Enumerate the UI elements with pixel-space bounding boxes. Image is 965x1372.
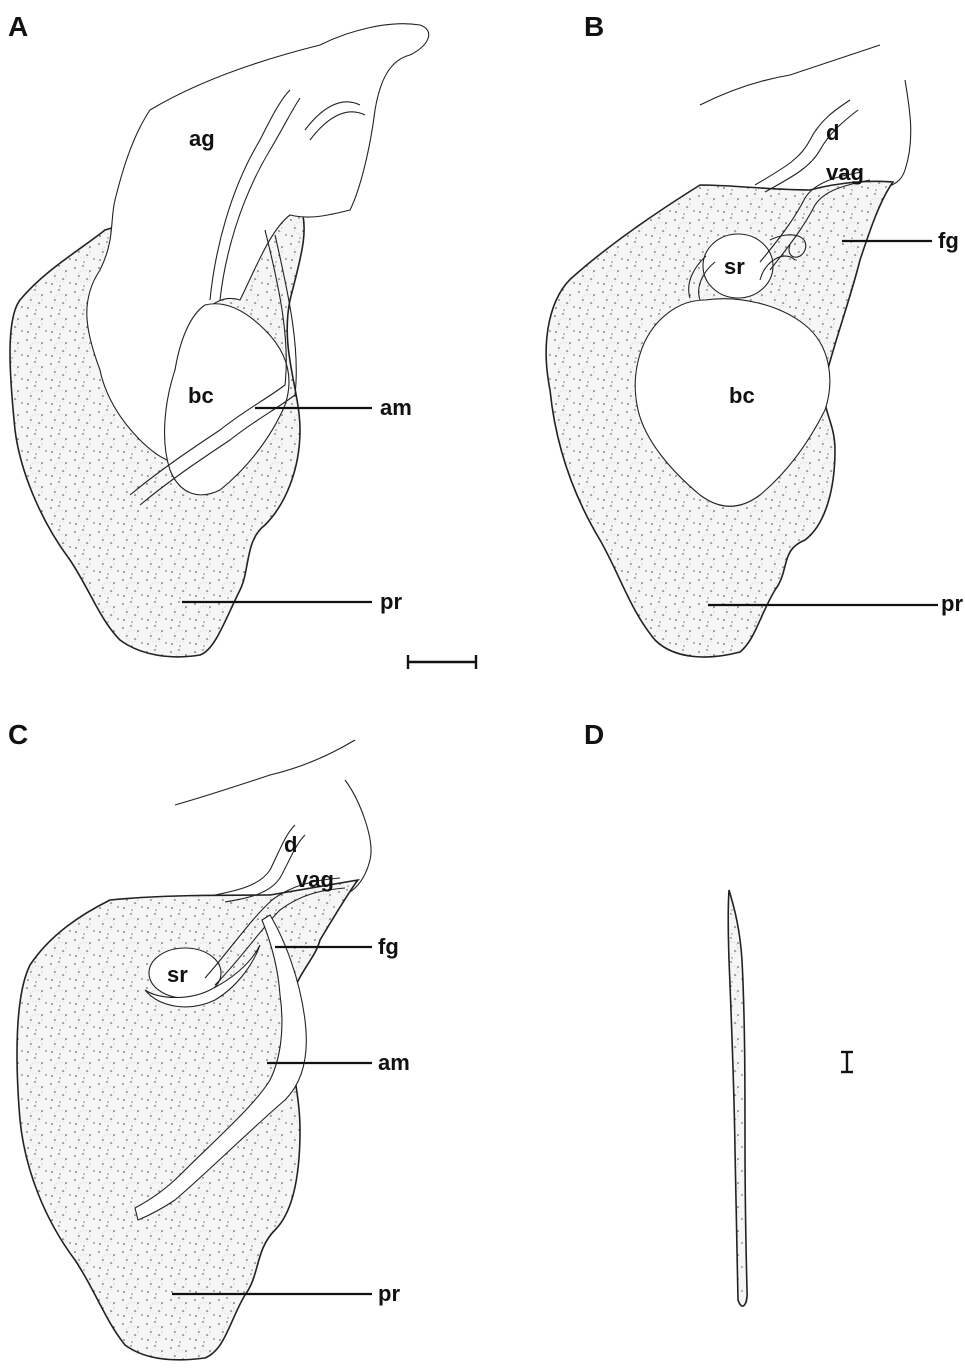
panel-a: A ag bc am pr [8,11,429,657]
tissue-outline-b [700,45,911,190]
tissue-outline-c [175,740,371,895]
panel-letter-d: D [584,719,604,750]
label-d-c: d [284,832,297,857]
label-sr-b: sr [724,254,745,279]
label-d-b: d [826,120,839,145]
label-am-c: am [378,1050,410,1075]
label-fg-c: fg [378,934,399,959]
spicule-d [728,890,747,1306]
label-fg-b: fg [938,228,959,253]
label-pr-c: pr [378,1281,400,1306]
label-bc-b: bc [729,383,755,408]
label-am-a: am [380,395,412,420]
label-ag-a: ag [189,126,215,151]
panel-letter-a: A [8,11,28,42]
label-sr-c: sr [167,962,188,987]
panel-b: B d vag fg sr bc pr [546,11,963,657]
label-vag-b: vag [826,160,864,185]
scale-bar-d [841,1052,853,1072]
label-pr-b: pr [941,591,963,616]
label-pr-a: pr [380,589,402,614]
label-bc-a: bc [188,383,214,408]
panel-c: C d vag fg sr am pr [8,719,410,1360]
panel-d: D [584,719,853,1306]
label-vag-c: vag [296,867,334,892]
panel-letter-b: B [584,11,604,42]
panel-letter-c: C [8,719,28,750]
scale-bar-abc [408,655,476,669]
